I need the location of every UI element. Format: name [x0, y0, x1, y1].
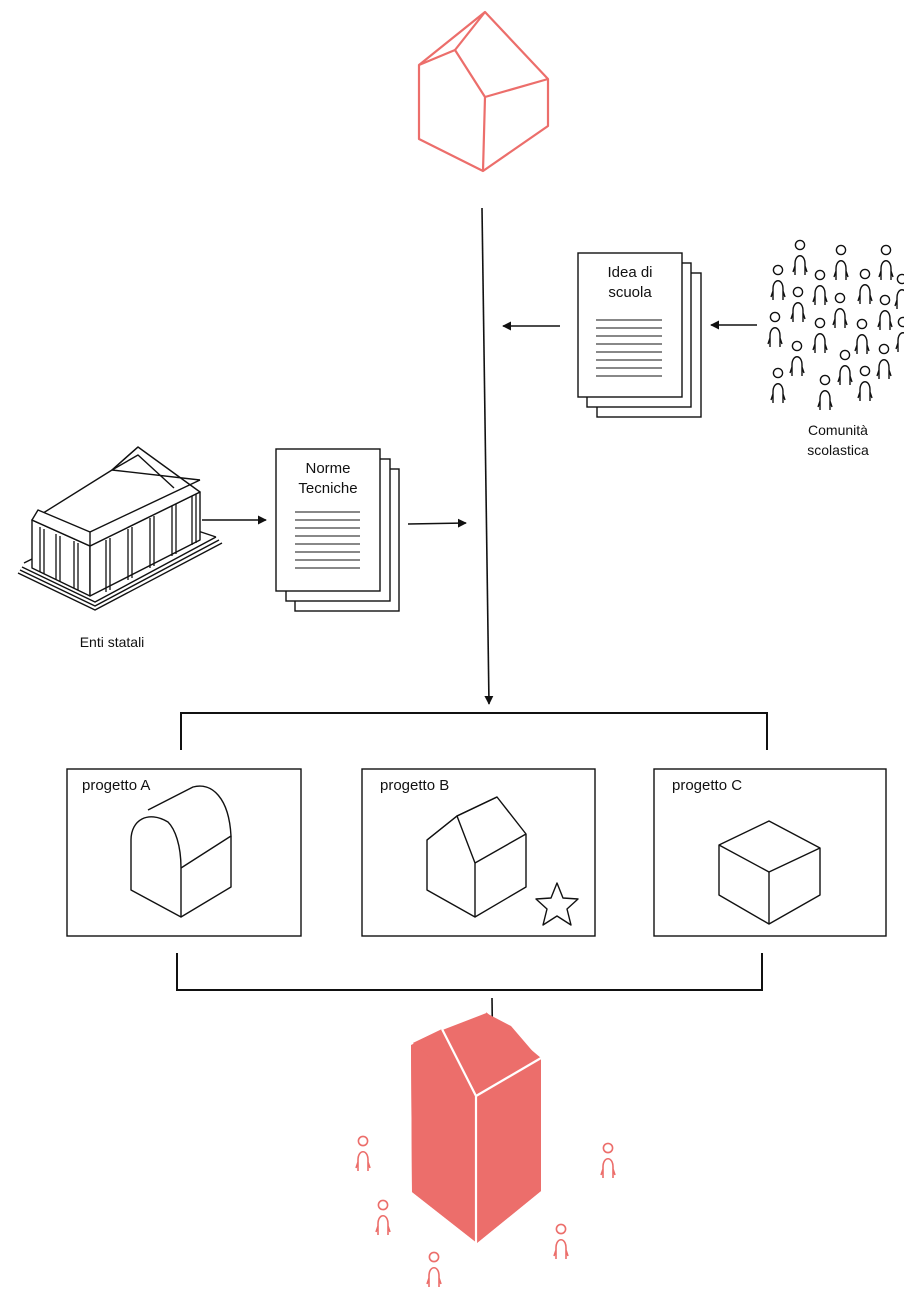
project-b-label: progetto B — [380, 777, 450, 794]
project-c-label: progetto C — [672, 777, 743, 794]
norme-title-line2: Tecniche — [298, 480, 358, 497]
person-icon — [812, 269, 828, 306]
person-icon — [857, 268, 873, 305]
person-icon — [767, 311, 783, 348]
people-crowd-icon — [767, 239, 904, 411]
idea-document-title: Idea di scuola — [580, 263, 680, 303]
community-caption: Comunità scolastica — [807, 420, 868, 460]
project-a-label: progetto A — [82, 777, 151, 794]
person-icon — [854, 318, 870, 355]
community-caption-line1: Comunità — [808, 422, 868, 438]
vaulted-house-icon — [130, 785, 232, 918]
project-a-frame — [66, 768, 302, 937]
person-icon — [770, 264, 786, 301]
person-icon — [600, 1142, 616, 1179]
person-icon — [837, 349, 853, 386]
person-icon — [877, 294, 893, 331]
distribution-bracket — [180, 712, 768, 750]
person-icon — [770, 367, 786, 404]
idea-title-line2: scuola — [608, 284, 652, 301]
person-icon — [833, 244, 849, 281]
person-icon — [895, 316, 904, 353]
person-icon — [790, 286, 806, 323]
person-icon — [876, 343, 892, 380]
person-icon — [792, 239, 808, 276]
person-icon — [426, 1251, 442, 1288]
person-icon — [789, 340, 805, 377]
star-icon — [535, 882, 579, 926]
main-flow-arrow — [481, 207, 494, 705]
norme-to-flow-arrow — [407, 518, 467, 528]
collection-bracket — [176, 953, 763, 991]
community-caption-line2: scolastica — [807, 442, 869, 458]
classical-building-icon — [17, 446, 223, 611]
person-icon — [355, 1135, 371, 1172]
state-caption: Enti statali — [79, 634, 145, 650]
person-icon — [817, 374, 833, 411]
norme-document-title: Norme Tecniche — [278, 459, 378, 499]
idea-title-line1: Idea di — [607, 264, 653, 281]
filled-house-icon — [411, 1010, 542, 1243]
person-icon — [553, 1223, 569, 1260]
cube-icon — [718, 820, 821, 925]
person-icon — [878, 244, 894, 281]
person-icon — [894, 273, 904, 310]
idea-document-stack-icon — [577, 252, 702, 418]
outline-house-icon — [417, 10, 550, 173]
gabled-house-icon — [426, 796, 527, 918]
person-icon — [832, 292, 848, 329]
project-c-frame — [653, 768, 887, 937]
person-icon — [812, 317, 828, 354]
norme-title-line1: Norme — [305, 460, 351, 477]
person-icon — [857, 365, 873, 402]
person-icon — [375, 1199, 391, 1236]
norme-document-stack-icon — [275, 448, 400, 612]
